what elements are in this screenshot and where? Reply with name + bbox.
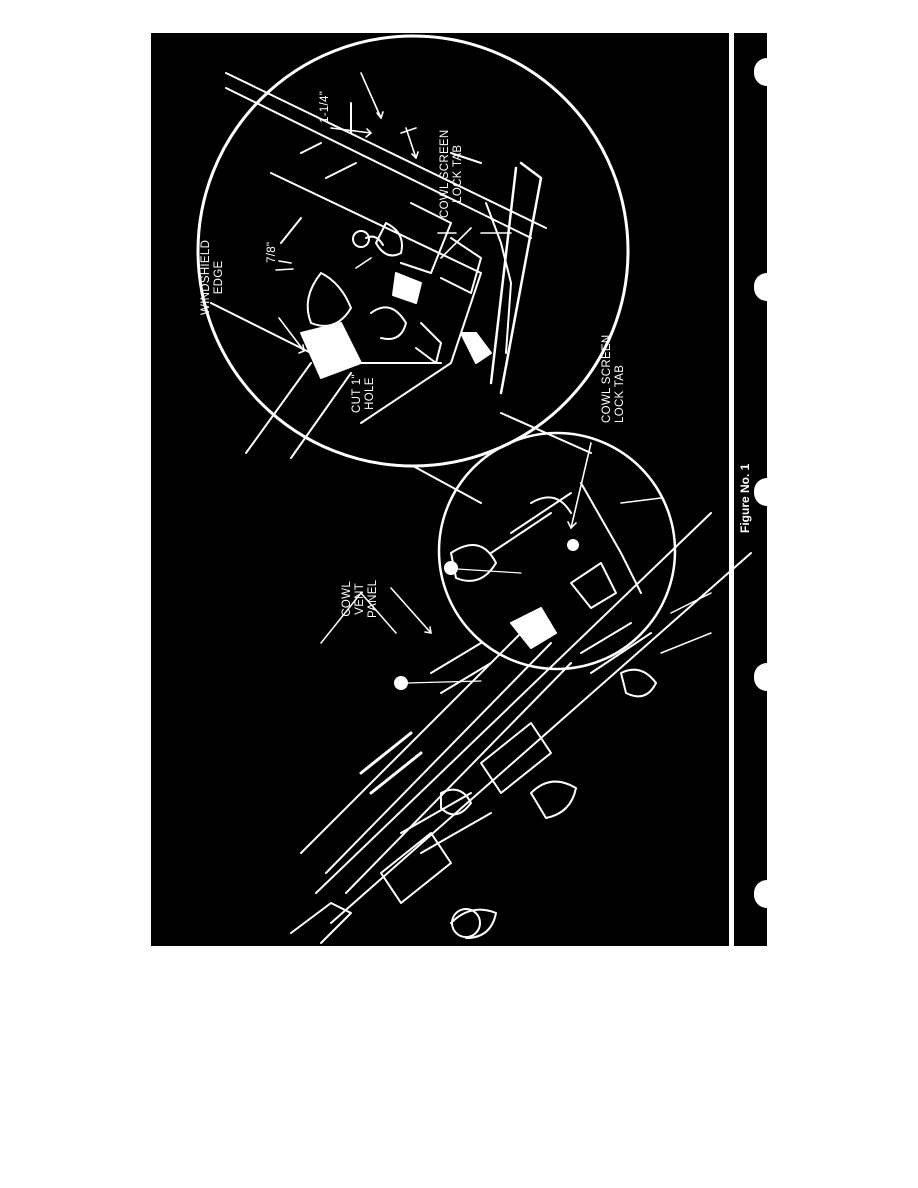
- label-dimension-7-8: 7/8": [266, 241, 278, 263]
- main-view-circle: [437, 431, 677, 671]
- dimension-lines: [360, 72, 417, 134]
- label-dimension-1-1-4: 1-1/4": [319, 90, 331, 123]
- label-cut-hole: CUT 1" HOLE: [351, 374, 376, 413]
- main-leader-lines: [390, 442, 662, 634]
- binder-hole-tab: [754, 58, 767, 86]
- figure-caption: Figure No. 1: [738, 463, 752, 533]
- binder-hole-tab: [754, 273, 767, 301]
- label-cowl-vent-panel: COWL VENT PANEL: [341, 579, 379, 618]
- binder-hole-tab: [754, 663, 767, 691]
- main-view-parts: [290, 482, 752, 944]
- detail-view-parts: [210, 72, 547, 459]
- label-cowl-screen-lock-tab-detail: COWL SCREEN LOCK TAB: [439, 129, 464, 219]
- detail-view-circle: [196, 34, 630, 468]
- detail-leader-lines: [275, 127, 512, 354]
- figure-panel: WINDSHIELD EDGE 7/8" 1-1/4" COWL SCREEN …: [151, 33, 767, 946]
- cowl-diagram-drawing: [196, 34, 752, 944]
- label-windshield-edge: WINDSHIELD EDGE: [200, 239, 225, 315]
- label-cowl-screen-lock-tab-main: COWL SCREEN LOCK TAB: [601, 334, 626, 424]
- page-divider-line: [729, 33, 734, 946]
- binder-hole-tab: [754, 880, 767, 908]
- detail-connector-line: [412, 412, 592, 504]
- binder-hole-tab: [754, 478, 767, 506]
